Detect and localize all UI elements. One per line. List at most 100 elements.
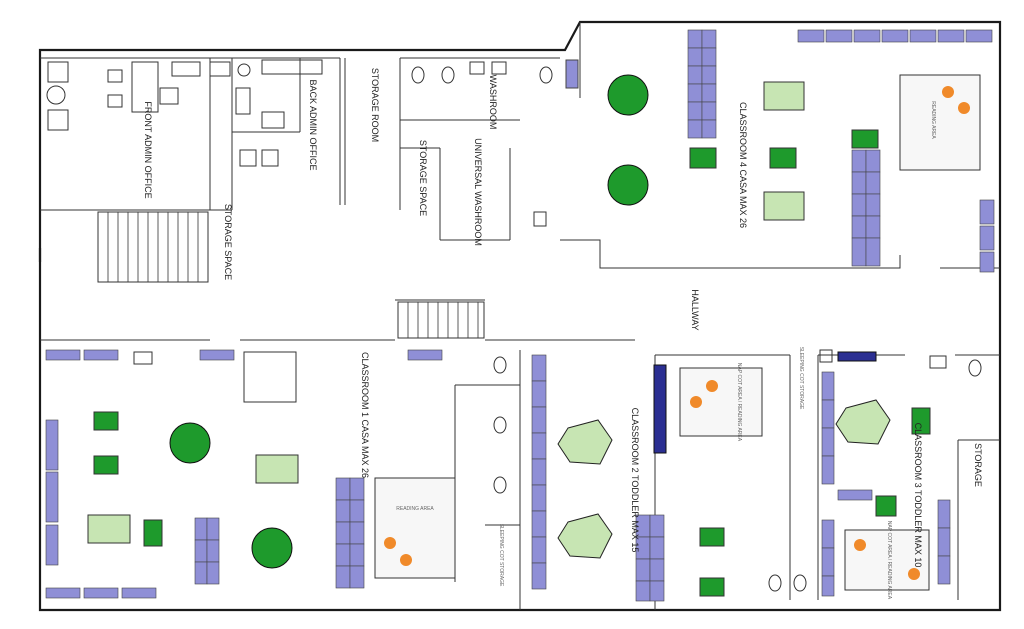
room-label-classroom-2: CLASSROOM 2 TODDLER MAX 15 <box>630 408 640 553</box>
cabinet <box>565 59 579 89</box>
office-chair <box>261 111 285 129</box>
toilet-icon <box>968 359 982 377</box>
room-label-classroom-3: CLASSROOM 3 TODDLER MAX 10 <box>913 423 923 568</box>
room-label-classroom-1: CLASSROOM 1 CASA MAX 26 <box>360 352 370 478</box>
cabinet <box>209 61 231 77</box>
cabinet <box>819 349 833 363</box>
table <box>763 81 805 111</box>
cabinet <box>235 87 251 115</box>
cabinet <box>837 351 877 362</box>
table <box>689 147 717 169</box>
cabinet-row <box>797 29 993 43</box>
room-label-back-admin: BACK ADMIN OFFICE <box>308 79 318 170</box>
classroom-2: NAP COT AREA / READING AREA CLASSROOM 2 … <box>531 347 807 610</box>
cabinet <box>653 364 667 454</box>
hallway: HALLWAY <box>40 289 700 341</box>
cabinet-column <box>851 149 995 273</box>
cabinet-row <box>45 349 443 599</box>
reading-cushion <box>690 396 702 408</box>
chair <box>239 149 257 167</box>
room-label-front-admin: FRONT ADMIN OFFICE <box>143 101 153 198</box>
cabinet-column <box>821 371 951 597</box>
room-label-sleeping-cot-c1: SLEEPING COT STORAGE <box>498 524 504 587</box>
cabinet <box>47 61 69 83</box>
table <box>875 495 897 517</box>
table <box>851 129 879 149</box>
sink-icon <box>491 61 507 75</box>
reading-area-label-c4: READING AREA <box>930 101 936 139</box>
toilet-icon <box>441 66 455 84</box>
table <box>143 519 163 547</box>
round-table <box>607 74 649 116</box>
table <box>699 527 725 547</box>
sink-icon <box>133 351 153 365</box>
counter <box>171 61 201 77</box>
washroom-block: STORAGE ROOM STORAGE SPACE WASHROOM UNIV… <box>344 57 579 246</box>
reading-cushion <box>854 539 866 551</box>
outer-walls <box>38 20 1002 612</box>
chair <box>107 94 123 108</box>
chair <box>261 149 279 167</box>
hexagon-table <box>835 399 891 445</box>
hexagon-table <box>557 513 613 559</box>
table <box>769 147 797 169</box>
table <box>255 454 299 484</box>
room-label-sleeping-cot-c2: SLEEPING COT STORAGE <box>798 347 804 410</box>
room-label-storage-room: STORAGE ROOM <box>370 68 380 142</box>
reading-cushion <box>384 537 396 549</box>
classroom-4: READING AREA CLASSROOM 4 CASA MAX 26 <box>560 22 1000 273</box>
room-label-storage-right: STORAGE <box>973 443 983 487</box>
round-table <box>251 527 293 569</box>
room-label-storage-space-top: STORAGE SPACE <box>418 140 428 216</box>
reading-cushion <box>706 380 718 392</box>
sink-icon <box>929 355 947 369</box>
table <box>699 577 725 597</box>
room-label-universal-washroom: UNIVERSAL WASHROOM <box>473 138 483 246</box>
round-table <box>169 422 211 464</box>
toilet-icon <box>768 574 782 592</box>
table <box>93 455 119 475</box>
toilet-icon <box>411 66 425 84</box>
cabinet <box>47 109 69 131</box>
reading-cushion <box>958 102 970 114</box>
reading-cushion <box>400 554 412 566</box>
stairs-top <box>97 211 209 283</box>
plant-icon <box>237 63 251 77</box>
toilet-icon <box>793 574 807 592</box>
room-label-hallway: HALLWAY <box>690 289 700 330</box>
reading-area <box>899 74 981 171</box>
office-chair <box>159 87 179 105</box>
sink-icon <box>533 211 547 227</box>
sink-icon <box>469 61 485 75</box>
admin-wing: FRONT ADMIN OFFICE BACK ADMIN OFFICE STO… <box>40 57 341 283</box>
room-label-washroom: WASHROOM <box>488 75 498 130</box>
table <box>911 407 931 435</box>
plant-icon <box>46 85 66 105</box>
cabinet <box>243 351 297 403</box>
table <box>93 411 119 431</box>
nap-cot-label-c3: NAP COT AREA / READING AREA <box>886 521 892 600</box>
room-label-classroom-4: CLASSROOM 4 CASA MAX 26 <box>738 102 748 228</box>
desk <box>131 61 159 113</box>
table <box>87 514 131 544</box>
classroom-3: NAP COT AREA / READING AREA CLASSROOM 3 … <box>817 349 1000 600</box>
toilet-icon <box>539 66 553 84</box>
hexagon-table <box>557 419 613 465</box>
table <box>763 191 805 221</box>
toilet-icon <box>493 356 507 374</box>
nap-cot-label-c2: NAP COT AREA / READING AREA <box>736 363 742 442</box>
classroom-1: READING AREA CLASSROOM 1 CASA MAX 26 SLE… <box>45 349 521 610</box>
round-table <box>607 164 649 206</box>
toilet-icon <box>493 476 507 494</box>
chair <box>107 69 123 83</box>
stairs-center <box>397 301 485 339</box>
reading-cushion <box>942 86 954 98</box>
reading-area-label-c1: READING AREA <box>396 506 434 512</box>
cabinet-column <box>687 29 717 139</box>
reading-cushion <box>908 568 920 580</box>
toilet-icon <box>493 416 507 434</box>
room-label-storage-space-stairs: STORAGE SPACE <box>223 204 233 280</box>
counter <box>261 59 323 75</box>
cabinet-column <box>531 354 665 602</box>
